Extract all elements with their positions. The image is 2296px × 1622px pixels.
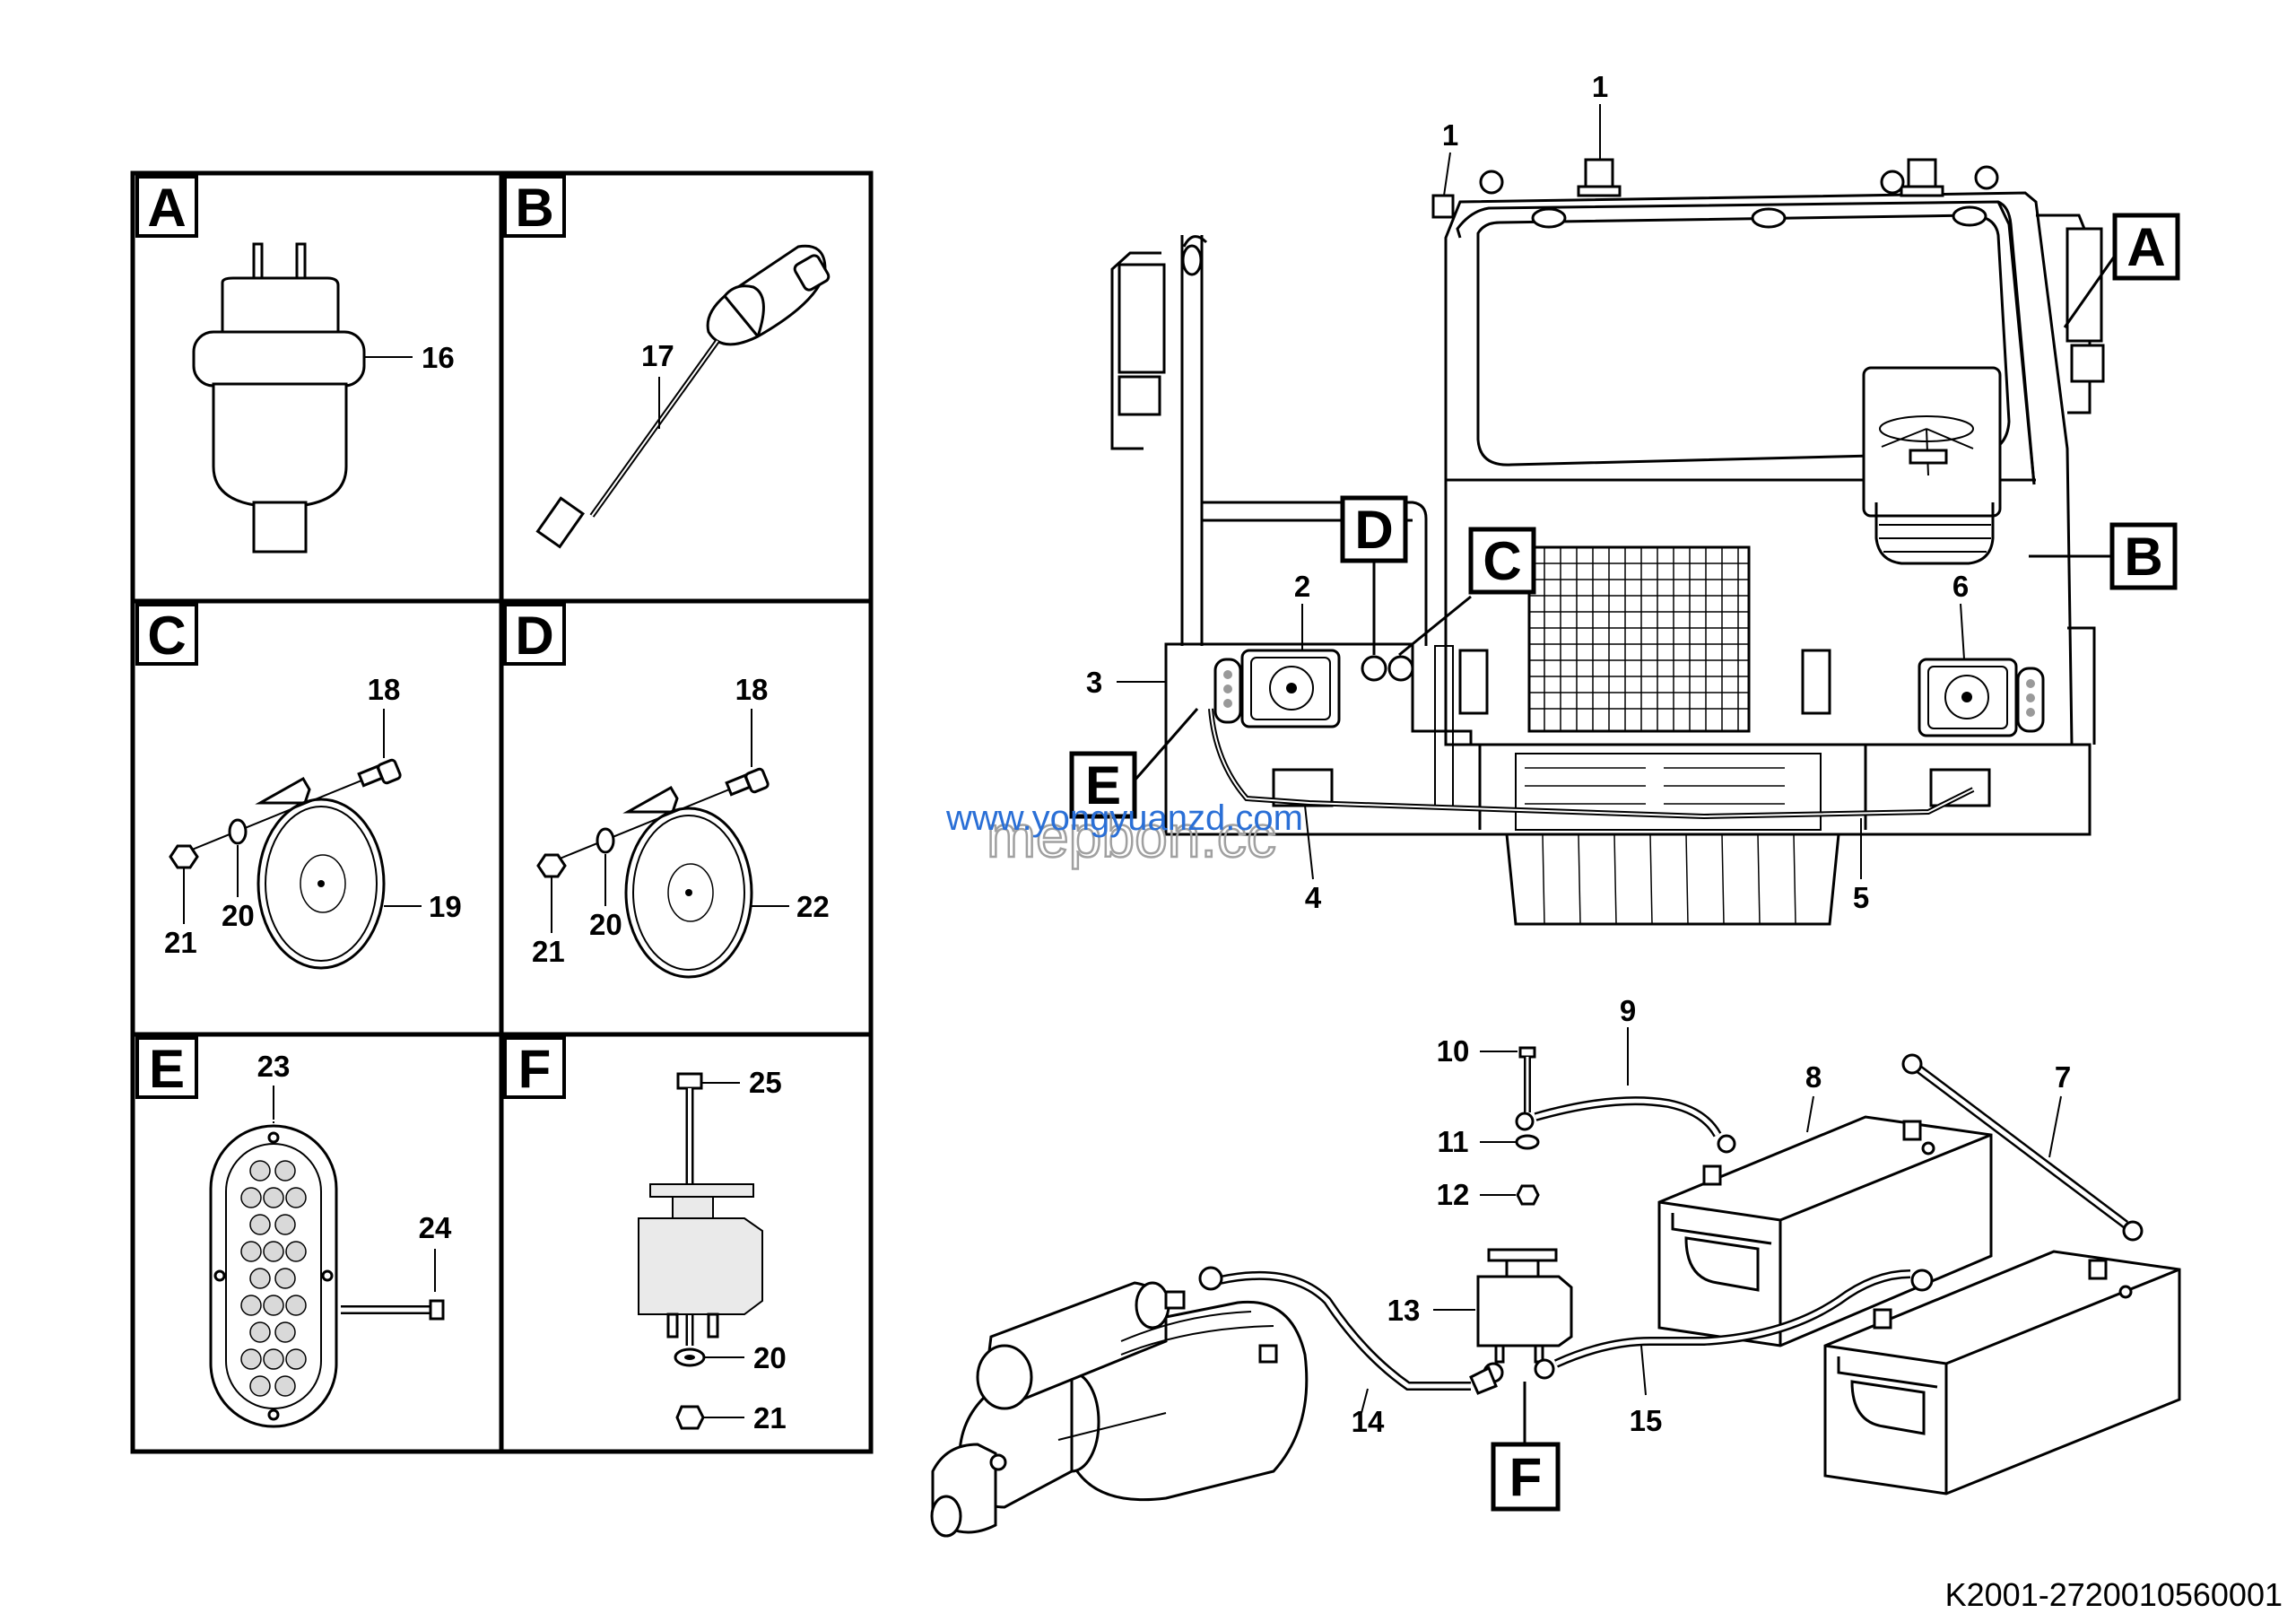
panel-label-b: B	[503, 175, 566, 238]
screw-part-24	[341, 1299, 445, 1321]
label-8: 8	[1805, 1060, 1822, 1094]
tail-light-right-part-6	[1918, 658, 2045, 737]
label-1-top: 1	[1592, 70, 1608, 103]
panel-label-e: E	[135, 1036, 198, 1099]
callout-b: B	[2029, 522, 2178, 590]
label-15: 15	[1630, 1404, 1663, 1437]
label-6: 6	[1952, 570, 1969, 603]
callout-letter-d: D	[1354, 500, 1393, 560]
callout-letter-f: F	[1509, 1447, 1543, 1507]
washer-part-20-f	[674, 1347, 706, 1367]
engine-grille	[1527, 545, 1751, 733]
callout-f: F	[1491, 1382, 1561, 1512]
relay-part-13	[1476, 1248, 1573, 1364]
battery-cable-part-7	[1901, 1053, 2144, 1242]
callout-letter-e: E	[1085, 755, 1121, 815]
callout-letter-b: B	[2124, 527, 2162, 587]
label-22: 22	[796, 890, 830, 923]
panel-label-a: A	[135, 175, 198, 238]
detail-grid	[130, 170, 874, 1454]
panel-letter-e: E	[149, 1039, 185, 1099]
callout-e: E	[1069, 708, 1199, 819]
label-1-left: 1	[1442, 118, 1458, 152]
work-lamp-left-small	[1431, 194, 1455, 219]
relay-detail-f	[638, 1183, 763, 1339]
callout-d: D	[1340, 495, 1408, 655]
panel-letter-b: B	[515, 178, 553, 238]
label-21-c: 21	[164, 926, 197, 959]
washer-part-11	[1515, 1134, 1540, 1150]
reverse-lamp-right	[1929, 768, 1991, 807]
label-16: 16	[422, 341, 455, 374]
label-18-d: 18	[735, 673, 769, 706]
work-lamp-1-right	[1907, 158, 1937, 190]
label-17: 17	[641, 339, 674, 372]
panel-label-d: D	[503, 603, 566, 666]
sensor-part-17	[535, 244, 831, 549]
panel-letter-a: A	[147, 178, 186, 238]
label-23: 23	[257, 1050, 291, 1083]
panel-letter-f: F	[518, 1039, 552, 1099]
label-14: 14	[1352, 1405, 1385, 1438]
label-18-c: 18	[368, 673, 401, 706]
battery-part-8-lower	[1823, 1250, 2181, 1496]
ground-cable-part-9	[1515, 1096, 1736, 1154]
tail-light-left-part-2	[1213, 649, 1341, 728]
machine-rear-view	[1110, 158, 2105, 926]
label-25: 25	[749, 1066, 782, 1099]
label-10: 10	[1437, 1034, 1470, 1068]
label-7: 7	[2055, 1060, 2071, 1094]
work-lamp-1-left	[1584, 158, 1614, 190]
horn-part-22	[536, 767, 770, 979]
panel-label-f: F	[503, 1036, 566, 1099]
label-11: 11	[1438, 1125, 1469, 1158]
battery-part-8-upper	[1657, 1115, 1993, 1347]
label-5: 5	[1853, 881, 1869, 914]
callout-letter-c: C	[1483, 531, 1521, 591]
label-4: 4	[1305, 881, 1322, 914]
label-9: 9	[1620, 994, 1636, 1027]
label-2: 2	[1294, 570, 1310, 603]
panel-letter-d: D	[515, 606, 553, 666]
nut-part-21-f	[675, 1405, 705, 1430]
callout-a: A	[2063, 213, 2180, 328]
bolt-part-10	[1518, 1046, 1536, 1112]
label-20-d: 20	[589, 908, 622, 941]
horn-part-19	[169, 758, 402, 970]
callout-c: C	[1398, 527, 1536, 657]
watermark-brand: mepbon.cc	[987, 803, 1276, 869]
nut-part-12	[1516, 1184, 1540, 1206]
watermark-url: www.yongyuanzd.com	[945, 798, 1303, 838]
callout-letter-a: A	[2126, 217, 2165, 277]
diagram-code: K2001-2720010560001	[1945, 1576, 2283, 1613]
label-20-f: 20	[753, 1341, 787, 1374]
starter-cable-part-14	[1198, 1266, 1504, 1395]
label-12: 12	[1437, 1178, 1470, 1211]
buzzer-part-16	[192, 242, 366, 554]
grille-mesh	[1529, 547, 1749, 731]
starter-motor	[930, 1281, 1309, 1538]
label-24: 24	[419, 1211, 452, 1244]
label-21-d: 21	[532, 935, 565, 968]
lamp-part-23	[209, 1124, 338, 1428]
panel-letter-c: C	[147, 606, 186, 666]
steering-wheel-block	[1862, 366, 2002, 565]
panel-label-c: C	[135, 603, 198, 666]
label-20-c: 20	[222, 899, 255, 932]
label-13: 13	[1387, 1294, 1421, 1327]
label-21-f: 21	[753, 1401, 787, 1435]
label-19: 19	[429, 890, 462, 923]
battery-cable-part-15	[1534, 1269, 1934, 1380]
label-3: 3	[1086, 666, 1102, 699]
